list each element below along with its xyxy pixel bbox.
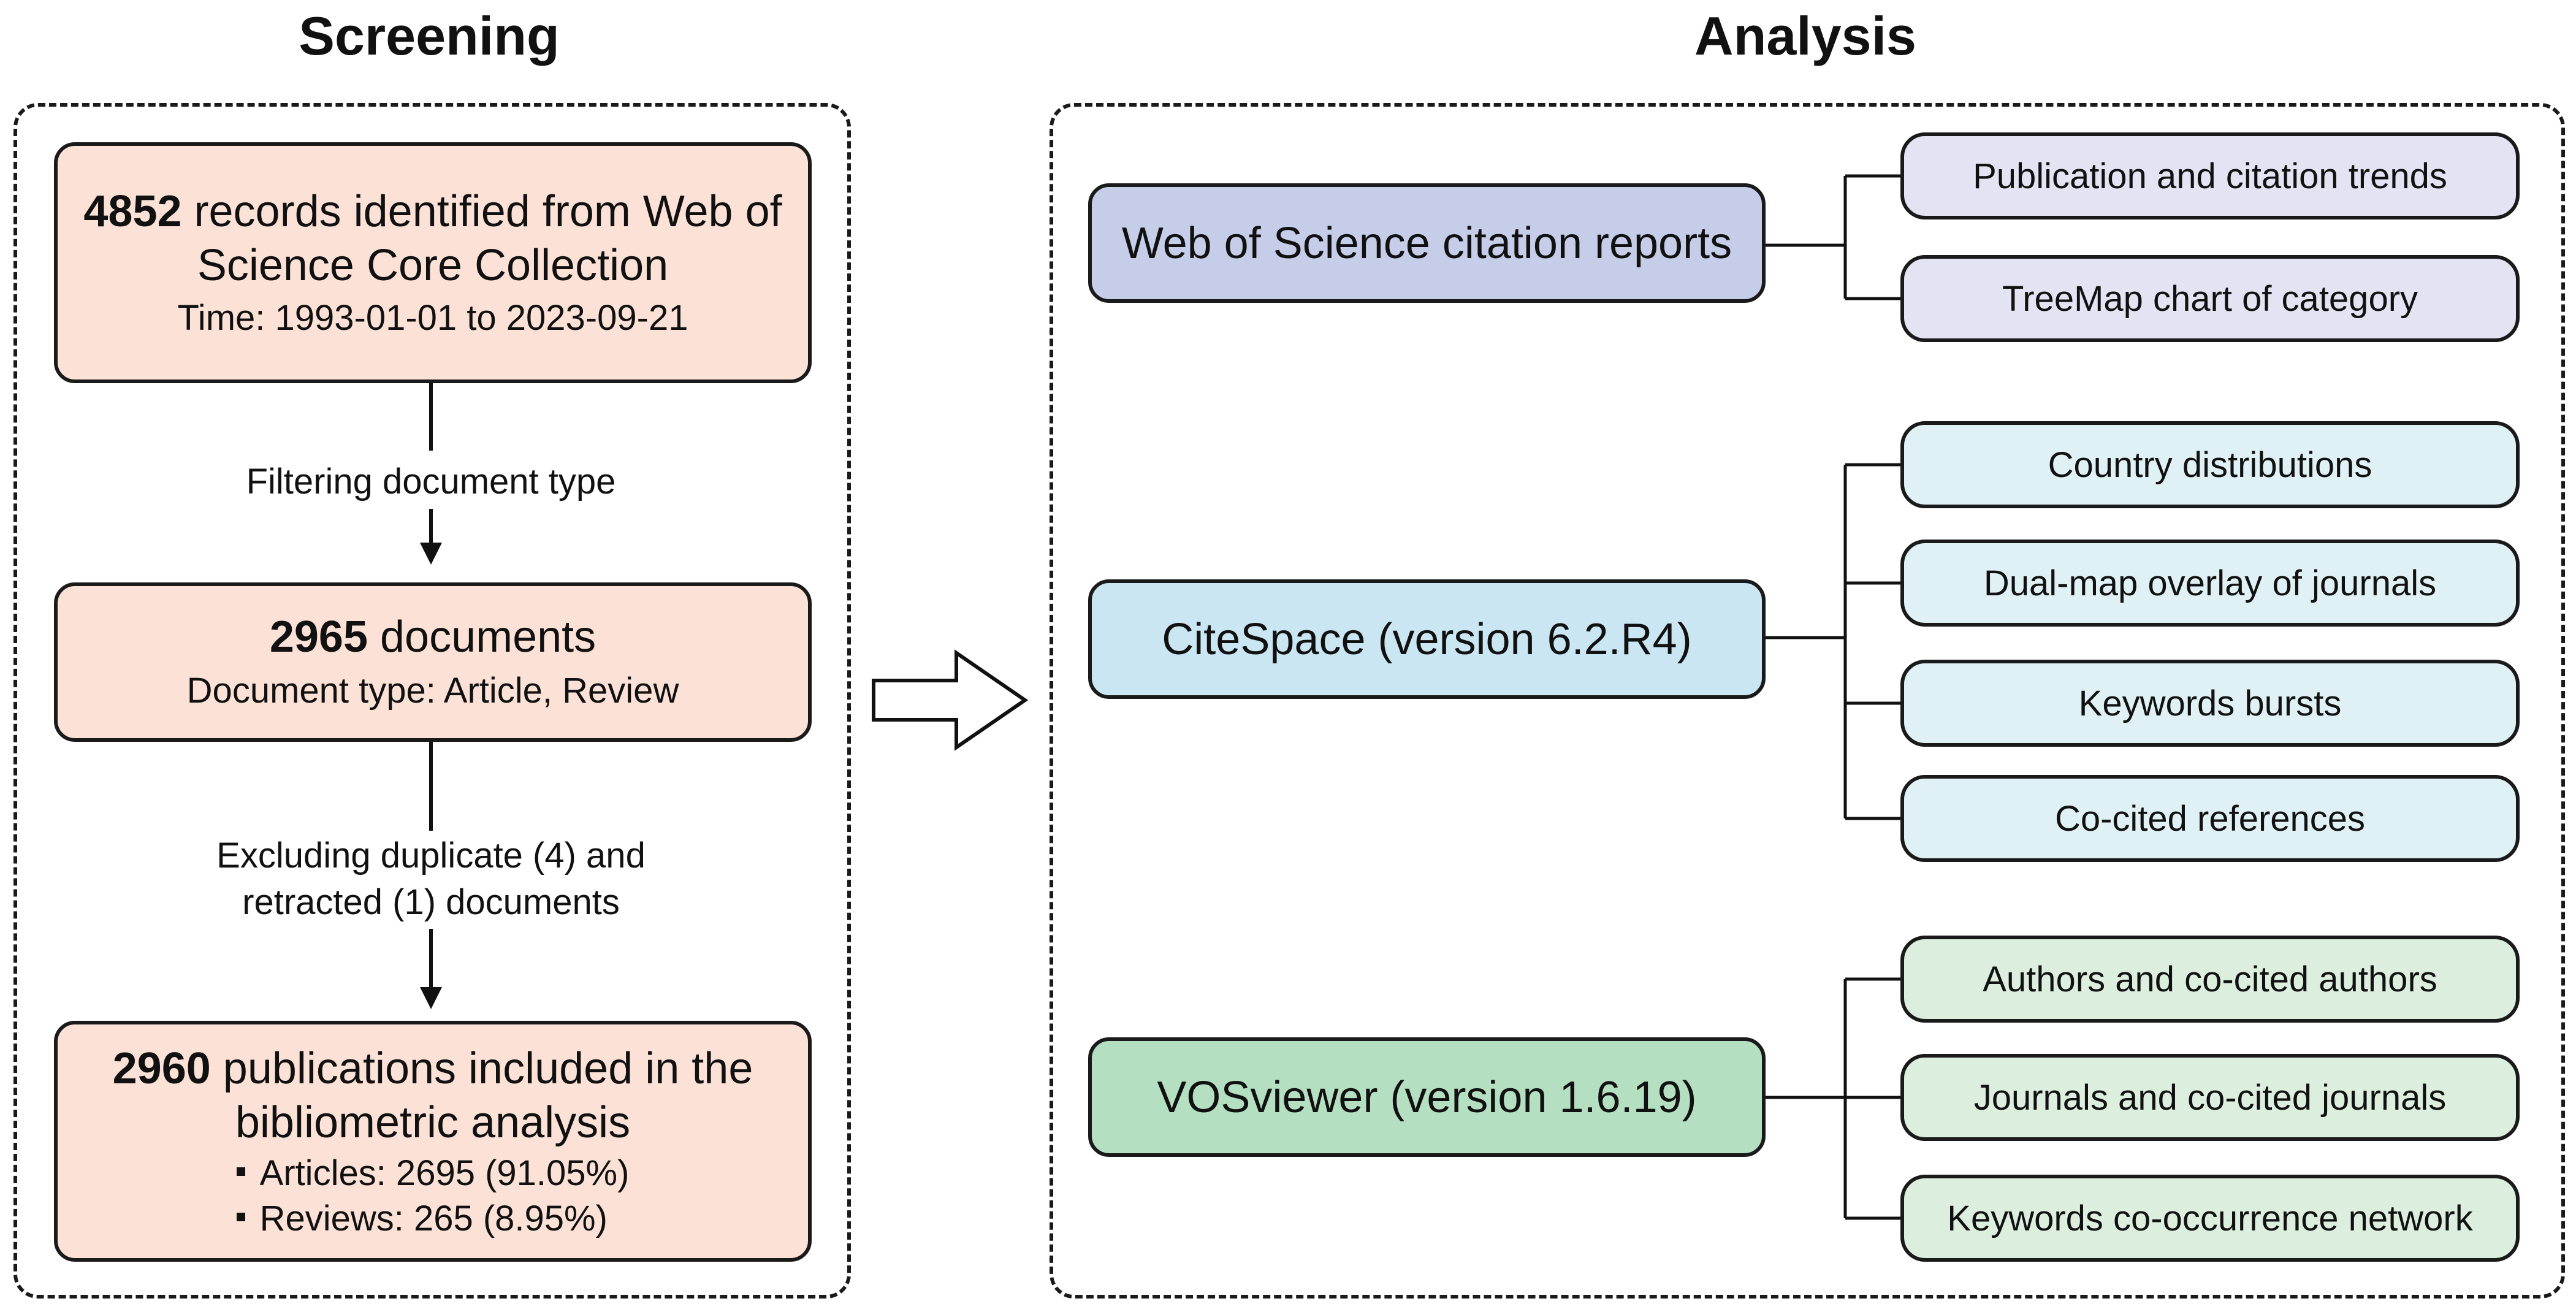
articles-bullet: Articles: 2695 (91.05%) xyxy=(236,1151,630,1196)
item-keywords-co-occurrence: Keywords co-occurrence network xyxy=(1900,1175,2520,1262)
screening-panel xyxy=(13,103,851,1299)
records-identified-box: 4852 records identified from Web of Scie… xyxy=(54,142,812,383)
publications-count: 2960 xyxy=(112,1043,211,1093)
tool-web-of-science: Web of Science citation reports xyxy=(1088,183,1766,303)
item-co-cited-references: Co-cited references xyxy=(1900,775,2520,862)
screening-title: Screening xyxy=(299,6,560,66)
reviews-bullet: Reviews: 265 (8.95%) xyxy=(236,1196,630,1241)
item-journals-co-cited: Journals and co-cited journals xyxy=(1900,1054,2520,1141)
exclude-step-label-2: retracted (1) documents xyxy=(242,882,620,922)
publications-included-box: 2960 publications included in the biblio… xyxy=(54,1021,812,1262)
records-time: Time: 1993-01-01 to 2023-09-21 xyxy=(177,297,688,338)
item-treemap-category: TreeMap chart of category xyxy=(1900,255,2520,342)
tool-vosviewer: VOSviewer (version 1.6.19) xyxy=(1088,1037,1766,1157)
records-text: records identified from Web of xyxy=(181,186,782,236)
documents-type: Document type: Article, Review xyxy=(186,671,679,711)
records-count: 4852 xyxy=(83,186,182,236)
transition-arrow xyxy=(872,649,1029,751)
publications-text: publications included in the xyxy=(210,1043,753,1093)
item-authors-co-cited: Authors and co-cited authors xyxy=(1900,936,2520,1023)
analysis-title: Analysis xyxy=(1694,6,1916,66)
analysis-panel xyxy=(1050,103,2565,1299)
documents-line1: 2965 documents xyxy=(270,610,596,664)
item-keywords-bursts: Keywords bursts xyxy=(1900,660,2520,747)
publication-breakdown: Articles: 2695 (91.05%) Reviews: 265 (8.… xyxy=(236,1151,630,1241)
documents-count: 2965 xyxy=(269,612,368,662)
item-country-distributions: Country distributions xyxy=(1900,421,2520,508)
documents-box: 2965 documents Document type: Article, R… xyxy=(54,582,812,742)
records-line1: 4852 records identified from Web of xyxy=(83,185,782,238)
exclude-step-label-1: Excluding duplicate (4) and xyxy=(216,836,646,875)
documents-text: documents xyxy=(367,612,596,662)
reviews-text: Reviews: 265 (8.95%) xyxy=(259,1198,608,1238)
publications-line2: bibliometric analysis xyxy=(235,1097,631,1147)
item-dual-map-overlay: Dual-map overlay of journals xyxy=(1900,540,2520,627)
articles-text: Articles: 2695 (91.05%) xyxy=(259,1153,630,1193)
filter-step-label: Filtering document type xyxy=(246,462,616,502)
bullet-icon xyxy=(236,1167,245,1177)
records-line2: Science Core Collection xyxy=(197,240,669,290)
bullet-icon xyxy=(236,1213,245,1222)
item-publication-trends: Publication and citation trends xyxy=(1900,132,2520,219)
tool-citespace: CiteSpace (version 6.2.R4) xyxy=(1088,579,1766,699)
publications-line1: 2960 publications included in the xyxy=(113,1042,753,1096)
